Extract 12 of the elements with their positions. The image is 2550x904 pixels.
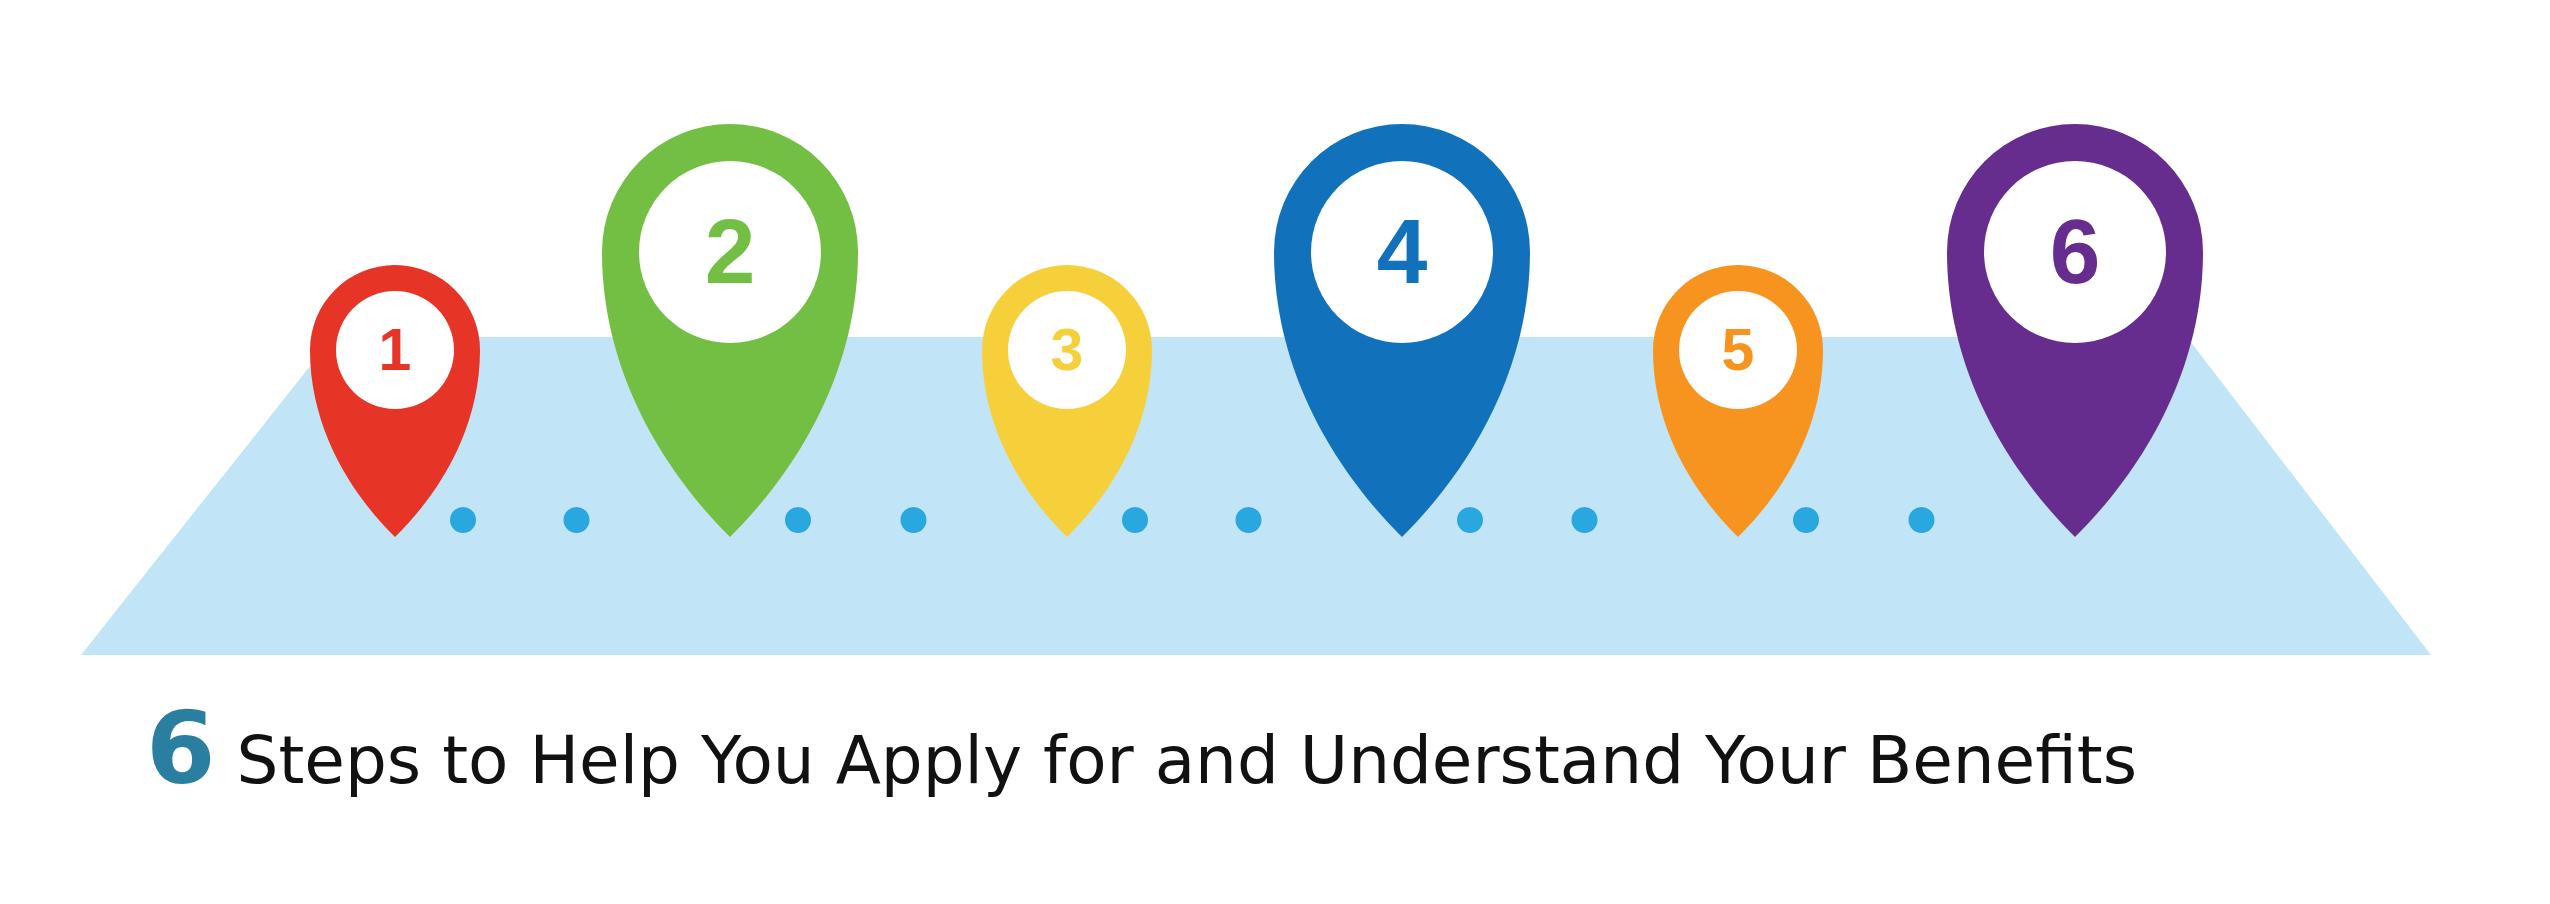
map-pin	[602, 124, 858, 537]
dotted-path	[1793, 507, 1935, 533]
map-pin	[1947, 124, 2203, 537]
map-pin	[1653, 265, 1823, 537]
dotted-path	[1122, 507, 1262, 533]
title: 6 Steps to Help You Apply for and Understand Your Benefits	[146, 690, 2138, 807]
dotted-path	[1457, 507, 1598, 533]
map-pin	[982, 265, 1152, 537]
map-pin	[1274, 124, 1530, 537]
dotted-path	[785, 507, 927, 533]
map-pin	[310, 265, 480, 537]
dotted-path	[450, 507, 590, 533]
